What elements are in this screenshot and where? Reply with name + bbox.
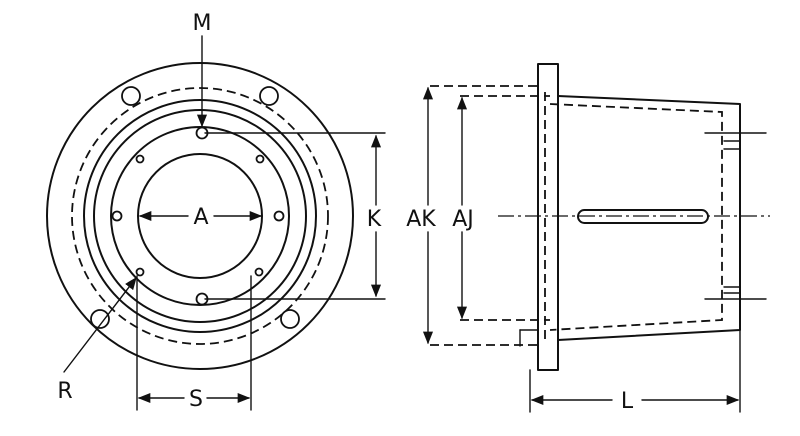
label-k: K [367, 207, 382, 232]
tapered-body-hidden [549, 103, 723, 331]
label-l: L [621, 389, 634, 414]
mounting-hole [259, 86, 279, 106]
tapped-hole [135, 267, 145, 277]
label-aj: AJ [452, 207, 474, 232]
tapped-hole [273, 210, 285, 222]
pilot-ring-outer [83, 99, 317, 333]
side-view: AK AJ L [406, 63, 770, 414]
mounting-hole [280, 309, 300, 329]
label-a: A [193, 205, 208, 230]
label-ak: AK [406, 207, 436, 232]
tapped-hole [111, 210, 123, 222]
label-r: R [57, 379, 72, 404]
bolt-circle-dashed [71, 87, 329, 345]
pilot-ring-inner [93, 109, 307, 323]
tapped-hole [135, 154, 145, 164]
flange-plate [537, 63, 559, 371]
label-m: M [193, 11, 212, 36]
mounting-hole [90, 309, 110, 329]
label-s: S [189, 387, 203, 412]
tapped-hole [255, 154, 265, 164]
leader-r [63, 276, 137, 373]
tapped-hole [254, 267, 264, 277]
outer-flange-circle [46, 62, 354, 370]
mounting-hole [121, 86, 141, 106]
keyway-slot [577, 209, 709, 224]
tapered-body-outline [557, 95, 741, 341]
front-view: A M R K S [46, 11, 386, 412]
